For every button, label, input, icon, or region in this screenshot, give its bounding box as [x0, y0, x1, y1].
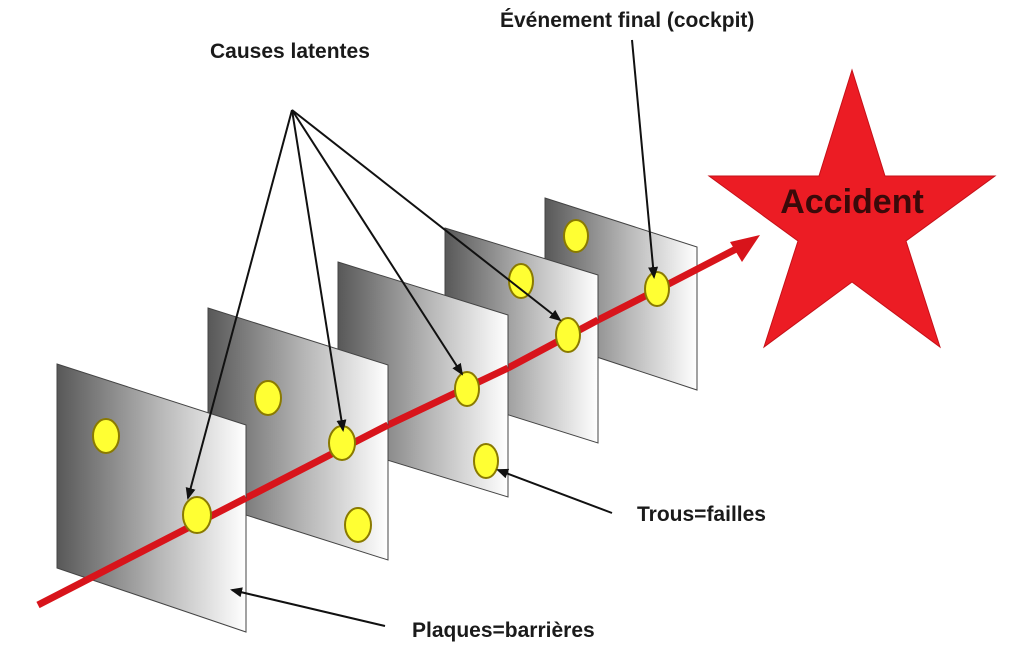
- hole: [344, 507, 372, 543]
- label-trous-failles: Trous=failles: [637, 503, 766, 526]
- trajectory-arrowhead: [730, 235, 760, 262]
- trajectory-segment: [244, 421, 390, 502]
- label-evenement-final: Événement final (cockpit): [500, 9, 754, 32]
- final-event-leader: [631, 39, 659, 279]
- hole: [473, 443, 499, 479]
- hole: [563, 219, 589, 253]
- accident-star: Accident: [707, 68, 997, 349]
- trajectory-segment: [386, 364, 510, 429]
- causes-leaders: [185, 109, 562, 500]
- hole: [254, 380, 282, 416]
- hole: [454, 371, 480, 407]
- hole: [508, 263, 534, 299]
- trajectory-segment: [506, 316, 600, 372]
- hole: [182, 496, 212, 534]
- hole: [328, 425, 356, 461]
- hole: [555, 317, 581, 353]
- label-causes-latentes: Causes latentes: [210, 40, 370, 63]
- accident-label: Accident: [780, 183, 924, 221]
- label-plaques-barrieres: Plaques=barrières: [412, 619, 595, 642]
- plate-1: [56, 363, 247, 633]
- hole: [92, 418, 120, 454]
- hole: [644, 271, 670, 307]
- plaques-leader: [230, 587, 386, 627]
- trous-leader: [496, 468, 613, 514]
